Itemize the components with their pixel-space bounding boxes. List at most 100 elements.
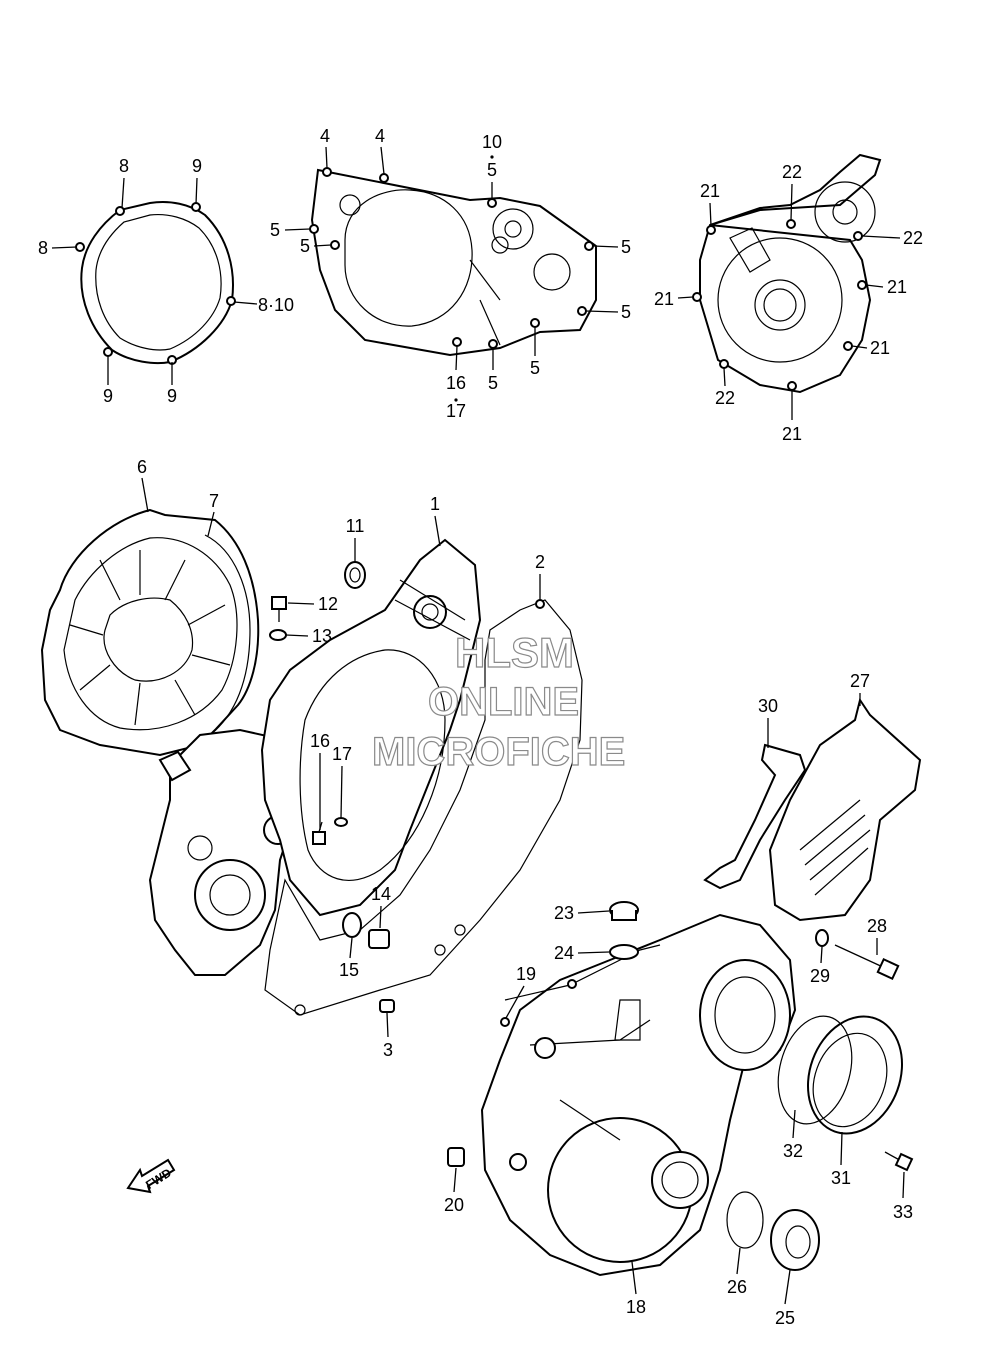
watermark-line1: HLSM: [455, 629, 574, 676]
callout-13: 13: [285, 626, 332, 646]
callout-17: 17: [332, 744, 352, 819]
callout-label: 19: [516, 964, 536, 984]
callout-label: 20: [444, 1195, 464, 1215]
callout-label: 12: [318, 594, 338, 614]
separator-dot: [490, 155, 494, 159]
callout-label: 10: [482, 132, 502, 152]
callout-label: 6: [137, 457, 147, 477]
callout-label: 8·10: [258, 295, 294, 315]
callout-label: 16: [446, 373, 466, 393]
callout-label: 16: [310, 731, 330, 751]
leader-line: [723, 367, 726, 387]
callout-25: 25: [775, 1269, 795, 1328]
leader-line: [379, 905, 382, 929]
callout-5-b1: 5: [530, 327, 540, 378]
clutch-inspection-cover: [806, 1015, 904, 1135]
callout-6: 6: [137, 457, 149, 513]
separator-dot: [454, 398, 458, 402]
callout-4-a: 4: [320, 126, 330, 169]
release-arm: [703, 743, 807, 890]
leader-line: [386, 1012, 389, 1038]
callout-label: 32: [783, 1141, 803, 1161]
callout-21-d: 21: [851, 338, 890, 358]
leader-line: [861, 235, 901, 239]
o-ring-24: [609, 944, 639, 960]
callout-label: 25: [775, 1308, 795, 1328]
callout-22-a: 22: [782, 162, 802, 221]
callout-22-b: 22: [861, 228, 923, 248]
leader-line: [325, 146, 328, 169]
magneto-cover-gasket: [692, 153, 882, 394]
callout-label: 8: [38, 238, 48, 258]
callout-label: 5: [270, 220, 280, 240]
leader-line: [792, 1109, 796, 1139]
bolt-16: [312, 821, 326, 845]
callout-26: 26: [727, 1247, 747, 1297]
sprocket-cover: [768, 697, 922, 922]
callout-label: 21: [782, 424, 802, 444]
leader-line: [577, 951, 610, 954]
callout-label: 21: [887, 277, 907, 297]
callout-17-top: 17: [446, 401, 466, 421]
callout-21-e: 21: [782, 390, 802, 444]
clutch-cover-gasket: [75, 201, 236, 365]
callout-2: 2: [535, 552, 545, 600]
watermark-line2: ONLINE: [428, 680, 579, 724]
leader-line: [284, 228, 311, 231]
callout-32: 32: [783, 1109, 803, 1161]
leader-line: [865, 284, 884, 288]
callout-1: 1: [430, 494, 441, 547]
leader-line: [784, 1269, 791, 1305]
dowel-pin-20: [447, 1147, 465, 1167]
inspection-gasket-32: [777, 1015, 853, 1125]
callout-30: 30: [758, 696, 778, 748]
leader-line: [340, 765, 343, 819]
callout-21-a: 21: [700, 181, 720, 227]
callout-label: 21: [870, 338, 890, 358]
callout-15: 15: [339, 937, 359, 980]
right-crankcase-cover: [260, 538, 482, 917]
leader-line: [455, 345, 458, 371]
o-ring-26: [726, 1191, 764, 1249]
callout-label: 24: [554, 943, 574, 963]
leader-line: [207, 511, 215, 537]
leader-line: [505, 985, 525, 1019]
washer-29: [815, 929, 829, 947]
callout-22-c: 22: [715, 367, 735, 408]
callout-5-b2: 5: [488, 348, 498, 393]
bolt-28: [834, 944, 900, 981]
callout-label: 23: [554, 903, 574, 923]
leader-line: [453, 1167, 457, 1193]
callout-9-b: 9: [103, 355, 113, 406]
callout-3: 3: [383, 1012, 393, 1060]
leader-line: [285, 634, 309, 637]
callout-label: 17: [332, 744, 352, 764]
leader-line: [592, 245, 619, 248]
o-ring-15: [342, 912, 362, 938]
callout-label: 33: [893, 1202, 913, 1222]
plug-14: [368, 929, 390, 949]
callout-label: 4: [320, 126, 330, 146]
leader-line: [677, 296, 694, 299]
crankcase-cover-gasket: [309, 167, 597, 357]
callout-label: 15: [339, 960, 359, 980]
callout-23: 23: [554, 903, 610, 923]
callout-label: 7: [209, 491, 219, 511]
callout-label: 30: [758, 696, 778, 716]
leader-line: [195, 177, 198, 205]
leader-line: [709, 202, 712, 227]
callout-5-r1: 5: [592, 237, 631, 257]
callout-28: 28: [867, 916, 887, 955]
callout-7: 7: [207, 491, 219, 537]
watermark-line3: MICROFICHE: [372, 730, 625, 774]
callout-label: 5: [621, 302, 631, 322]
filler-plug-23: [609, 901, 639, 921]
callout-label: 31: [831, 1168, 851, 1188]
leader-line: [349, 937, 353, 959]
leader-line: [902, 1171, 905, 1199]
leader-line: [577, 910, 610, 914]
callout-label: 9: [192, 156, 202, 176]
callout-label: 29: [810, 966, 830, 986]
callout-label: 13: [312, 626, 332, 646]
callout-27: 27: [850, 671, 870, 706]
